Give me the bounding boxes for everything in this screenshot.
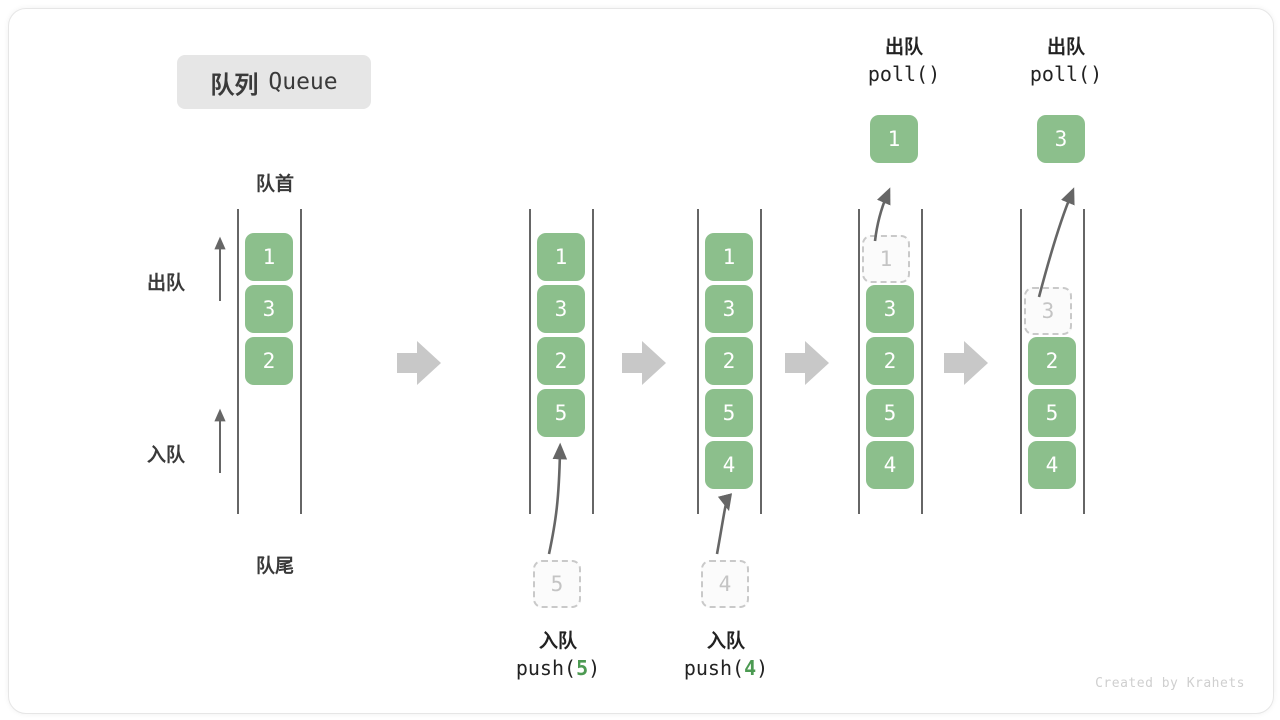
queue-cell: 1: [537, 233, 585, 281]
poll-1-label-cn: 出队: [884, 37, 923, 58]
dequeue-direction-label: 出队: [147, 273, 186, 294]
step-arrow-3: [785, 341, 829, 385]
queue-column-after-push-5: 1 3 2 5: [537, 233, 585, 437]
queue-cell: 5: [866, 389, 914, 437]
queue-cell: 3: [245, 285, 293, 333]
title-badge: 队列 Queue: [177, 55, 371, 109]
queue-cell: 2: [705, 337, 753, 385]
queue-cell: 1: [245, 233, 293, 281]
rail-left-col3: [697, 209, 699, 514]
queue-cell: 1: [705, 233, 753, 281]
poll-1-label-code: poll(): [867, 61, 941, 86]
title-en: Queue: [268, 69, 338, 95]
rail-left-col5: [1020, 209, 1022, 514]
title-cn: 队列: [210, 71, 259, 99]
queue-cell: 3: [866, 285, 914, 333]
step-arrow-4: [944, 341, 988, 385]
queue-cell: 2: [245, 337, 293, 385]
queue-cell: 2: [1028, 337, 1076, 385]
ghost-cell-push-4: 4: [701, 560, 749, 608]
polled-value-1: 1: [870, 115, 918, 163]
push-5-label: 入队 push(5): [465, 629, 651, 682]
diagram-canvas: 队列 Queue 队首 队尾 出队 入队 1 3 2 1 3 2 5 5 入队 …: [8, 8, 1274, 714]
queue-column-initial: 1 3 2: [245, 233, 293, 385]
credit-text: Created by Krahets: [1095, 676, 1245, 691]
queue-column-after-poll-3: 2 5 4: [1028, 337, 1076, 489]
queue-column-after-poll-1: 3 2 5 4: [866, 285, 914, 489]
rail-right-col2: [592, 209, 594, 514]
queue-cell: 5: [1028, 389, 1076, 437]
queue-front-label: 队首: [255, 174, 294, 195]
push-4-arrow: [715, 493, 733, 555]
rail-left-col2: [529, 209, 531, 514]
queue-cell: 2: [537, 337, 585, 385]
queue-cell: 3: [537, 285, 585, 333]
rail-left-col4: [858, 209, 860, 514]
push-4-label-code: push(4): [683, 655, 769, 680]
poll-2-label: 出队 poll(): [973, 35, 1159, 88]
ghost-cell-polled-3: 3: [1024, 287, 1072, 335]
rail-right-col1: [300, 209, 302, 514]
ghost-cell-push-5: 5: [533, 560, 581, 608]
queue-cell: 4: [1028, 441, 1076, 489]
queue-cell: 2: [866, 337, 914, 385]
poll-2-arrow: [1037, 187, 1075, 298]
rail-right-col3: [760, 209, 762, 514]
step-arrow-2: [622, 341, 666, 385]
poll-2-label-code: poll(): [1029, 61, 1103, 86]
queue-cell: 4: [866, 441, 914, 489]
push-4-label-cn: 入队: [706, 631, 745, 652]
enqueue-direction-label: 入队: [147, 445, 186, 466]
queue-cell-new: 5: [537, 389, 585, 437]
queue-cell-new: 4: [705, 441, 753, 489]
queue-rear-label: 队尾: [255, 556, 294, 577]
queue-cell: 5: [705, 389, 753, 437]
rail-right-col4: [921, 209, 923, 514]
ghost-cell-polled-1: 1: [862, 235, 910, 283]
push-5-label-cn: 入队: [538, 631, 577, 652]
rail-right-col5: [1083, 209, 1085, 514]
poll-2-label-cn: 出队: [1046, 37, 1085, 58]
rail-left-col1: [237, 209, 239, 514]
queue-column-after-push-4: 1 3 2 5 4: [705, 233, 753, 489]
queue-cell: 3: [705, 285, 753, 333]
push-5-arrow: [547, 442, 568, 555]
push-5-label-code: push(5): [515, 655, 601, 680]
polled-value-3: 3: [1037, 115, 1085, 163]
step-arrow-1: [397, 341, 441, 385]
push-4-label: 入队 push(4): [633, 629, 819, 682]
poll-1-label: 出队 poll(): [811, 35, 997, 88]
